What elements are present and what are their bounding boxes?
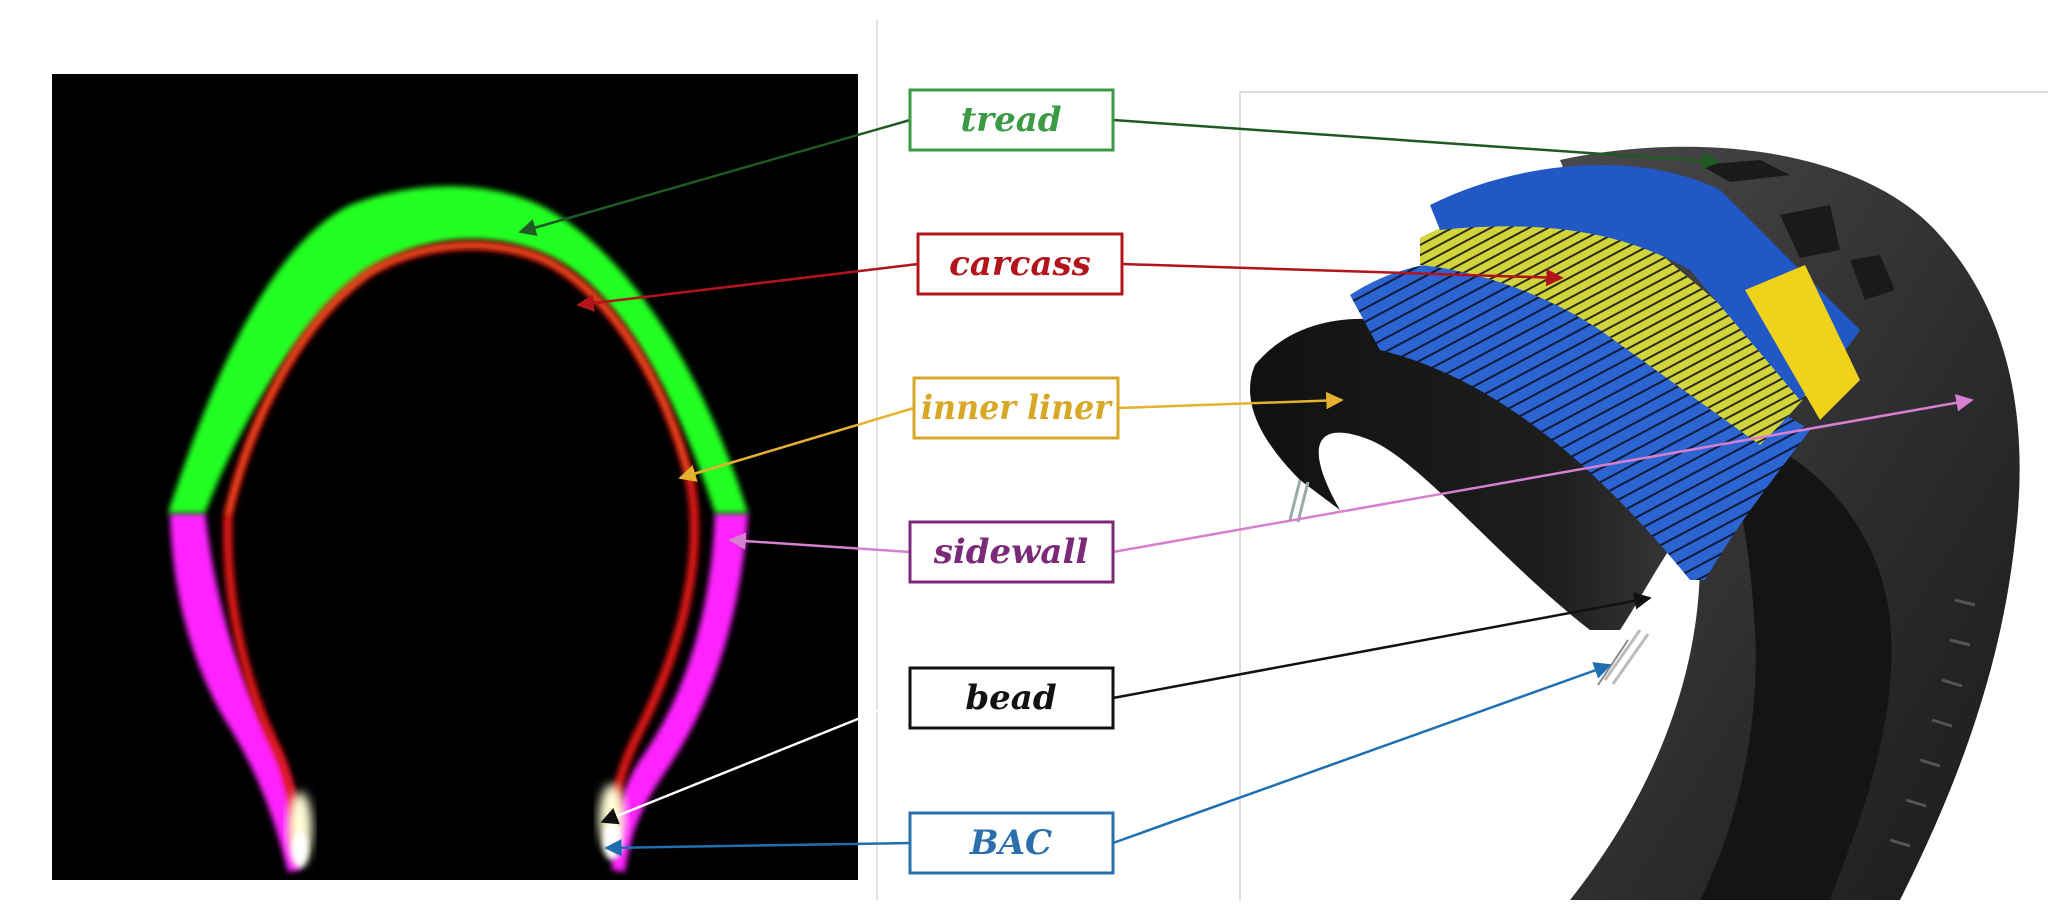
bac-arrow-right [1112, 662, 1612, 845]
bead-arrow-left [600, 696, 911, 825]
label-tread: tread [908, 88, 1115, 152]
sidewall-region-right [612, 513, 748, 872]
liner-wire [1288, 479, 1310, 523]
carcass-arrow-right [1121, 262, 1564, 287]
label-bead: bead [908, 666, 1115, 730]
cross-section-panel [52, 74, 858, 880]
tread-groove-1 [1700, 160, 1790, 182]
tread-edge-yellow [1745, 265, 1860, 420]
sidewall-arrow-left [728, 532, 911, 554]
label-tread-text: tread [960, 100, 1061, 140]
label-inner-liner-text: inner liner [921, 388, 1113, 428]
tread-arrow-right [1112, 118, 1720, 170]
sidewall-region-left [170, 513, 300, 872]
sidewall-ribs [1889, 598, 1976, 848]
bac-arrow-left [604, 838, 911, 857]
bac-tip-right [603, 824, 621, 860]
bac-tip-left [292, 832, 308, 868]
inner-liner-layer [1250, 318, 1690, 630]
tread-groove-2 [1780, 205, 1840, 258]
label-bac-text: BAC [969, 823, 1052, 863]
arrows [518, 118, 1974, 857]
bead-wire-1 [1603, 629, 1650, 685]
label-bac: BAC [908, 811, 1115, 875]
tread-arrow-left [518, 118, 911, 237]
label-inner-liner: inner liner [912, 376, 1120, 440]
bead-wire-2 [1597, 639, 1629, 686]
sidewall-arrow-right [1112, 394, 1974, 554]
label-sidewall: sidewall [908, 520, 1115, 584]
carcass-arrow-left [576, 262, 919, 312]
belt-layer [1420, 212, 1815, 445]
label-carcass: carcass [916, 232, 1124, 296]
carcass-highlight [226, 243, 692, 516]
carcass-ply-layer [1350, 261, 1810, 580]
tread-region [168, 186, 748, 513]
label-carcass-text: carcass [949, 244, 1091, 284]
label-sidewall-text: sidewall [933, 532, 1089, 572]
tire-inner-cavity [1700, 430, 1892, 900]
liner-arrow-right [1117, 391, 1344, 410]
label-bead-text: bead [965, 678, 1056, 718]
cap-ply-layer [1430, 164, 1860, 400]
liner-arrow-left [678, 406, 915, 482]
bead-arrow-right [1112, 592, 1652, 700]
tire-cutaway-panel [1239, 91, 2048, 900]
tread-groove-3 [1850, 255, 1895, 300]
label-boxes: tread carcass inner liner sidewall bead … [908, 88, 1124, 875]
